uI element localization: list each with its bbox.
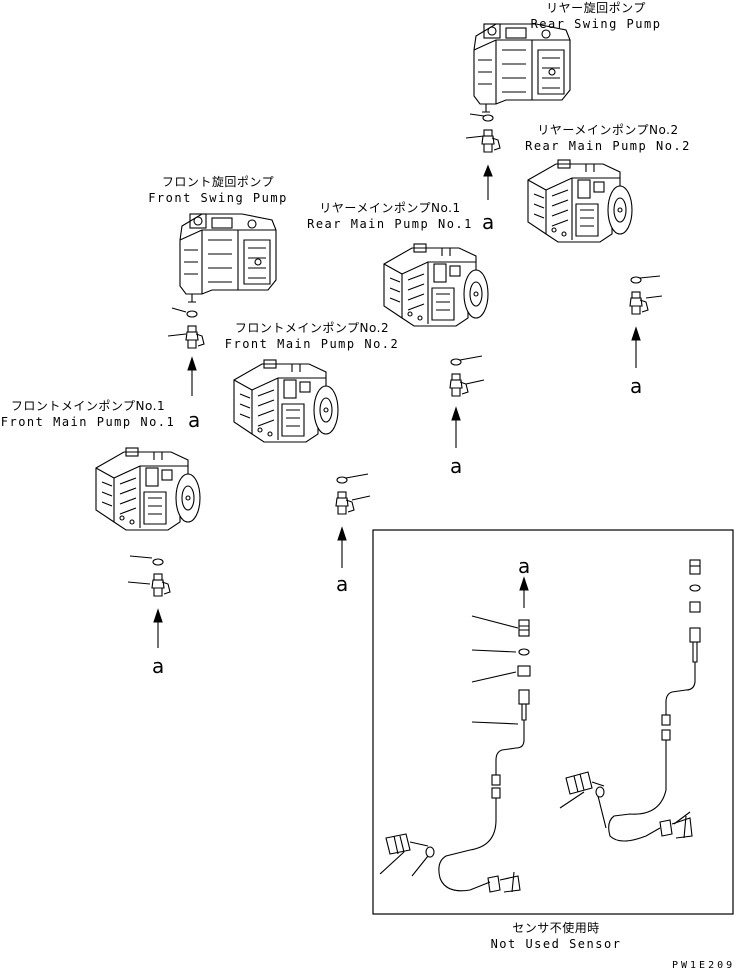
marker-a-rear-main-1: a <box>450 454 463 478</box>
front-main-pump-1 <box>95 447 201 531</box>
front-main-1-label-ja: フロントメインポンプNo.1 <box>10 399 166 413</box>
marker-a-front-main-2: a <box>336 572 349 596</box>
rear-swing-pump <box>473 23 571 113</box>
rear-swing-label-ja: リヤー旋回ポンプ <box>546 1 646 15</box>
sensor-note-en: Not Used Sensor <box>490 937 622 951</box>
marker-a-rear-swing: a <box>482 210 495 234</box>
front-swing-fitting <box>185 310 205 349</box>
rear-main-2-label-ja: リヤーメインポンプNo.2 <box>537 123 679 137</box>
rear-swing-label-en: Rear Swing Pump <box>530 17 662 31</box>
rear-main-pump-2 <box>527 159 633 243</box>
rear-main-pump-1 <box>383 243 489 327</box>
marker-a-front-swing: a <box>188 408 201 432</box>
front-swing-pump <box>179 213 277 303</box>
sensor-note-ja: センサ不使用時 <box>512 921 600 935</box>
marker-a-inset: a <box>518 554 531 578</box>
front-main-2-fitting <box>335 476 355 515</box>
inset-frame <box>372 529 734 915</box>
front-main-1-label-en: Front Main Pump No.1 <box>0 415 176 429</box>
marker-a-front-main-1: a <box>152 654 165 678</box>
front-main-2-label-en: Front Main Pump No.2 <box>224 337 400 351</box>
drawing-code: PW1E209 <box>672 960 736 971</box>
rear-main-2-fitting <box>629 276 649 315</box>
rear-main-1-label-ja: リヤーメインポンプNo.1 <box>319 201 461 215</box>
front-main-1-fitting <box>151 558 171 597</box>
rear-main-2-label-en: Rear Main Pump No.2 <box>525 139 691 153</box>
front-main-2-label-ja: フロントメインポンプNo.2 <box>234 321 390 335</box>
rear-swing-fitting <box>481 114 501 153</box>
rear-main-1-label-en: Rear Main Pump No.1 <box>307 217 473 231</box>
front-main-pump-2 <box>233 359 339 443</box>
rear-main-1-fitting <box>449 358 469 397</box>
front-swing-label-en: Front Swing Pump <box>148 191 288 205</box>
front-swing-label-ja: フロント旋回ポンプ <box>161 175 275 189</box>
marker-a-rear-main-2: a <box>630 374 643 398</box>
